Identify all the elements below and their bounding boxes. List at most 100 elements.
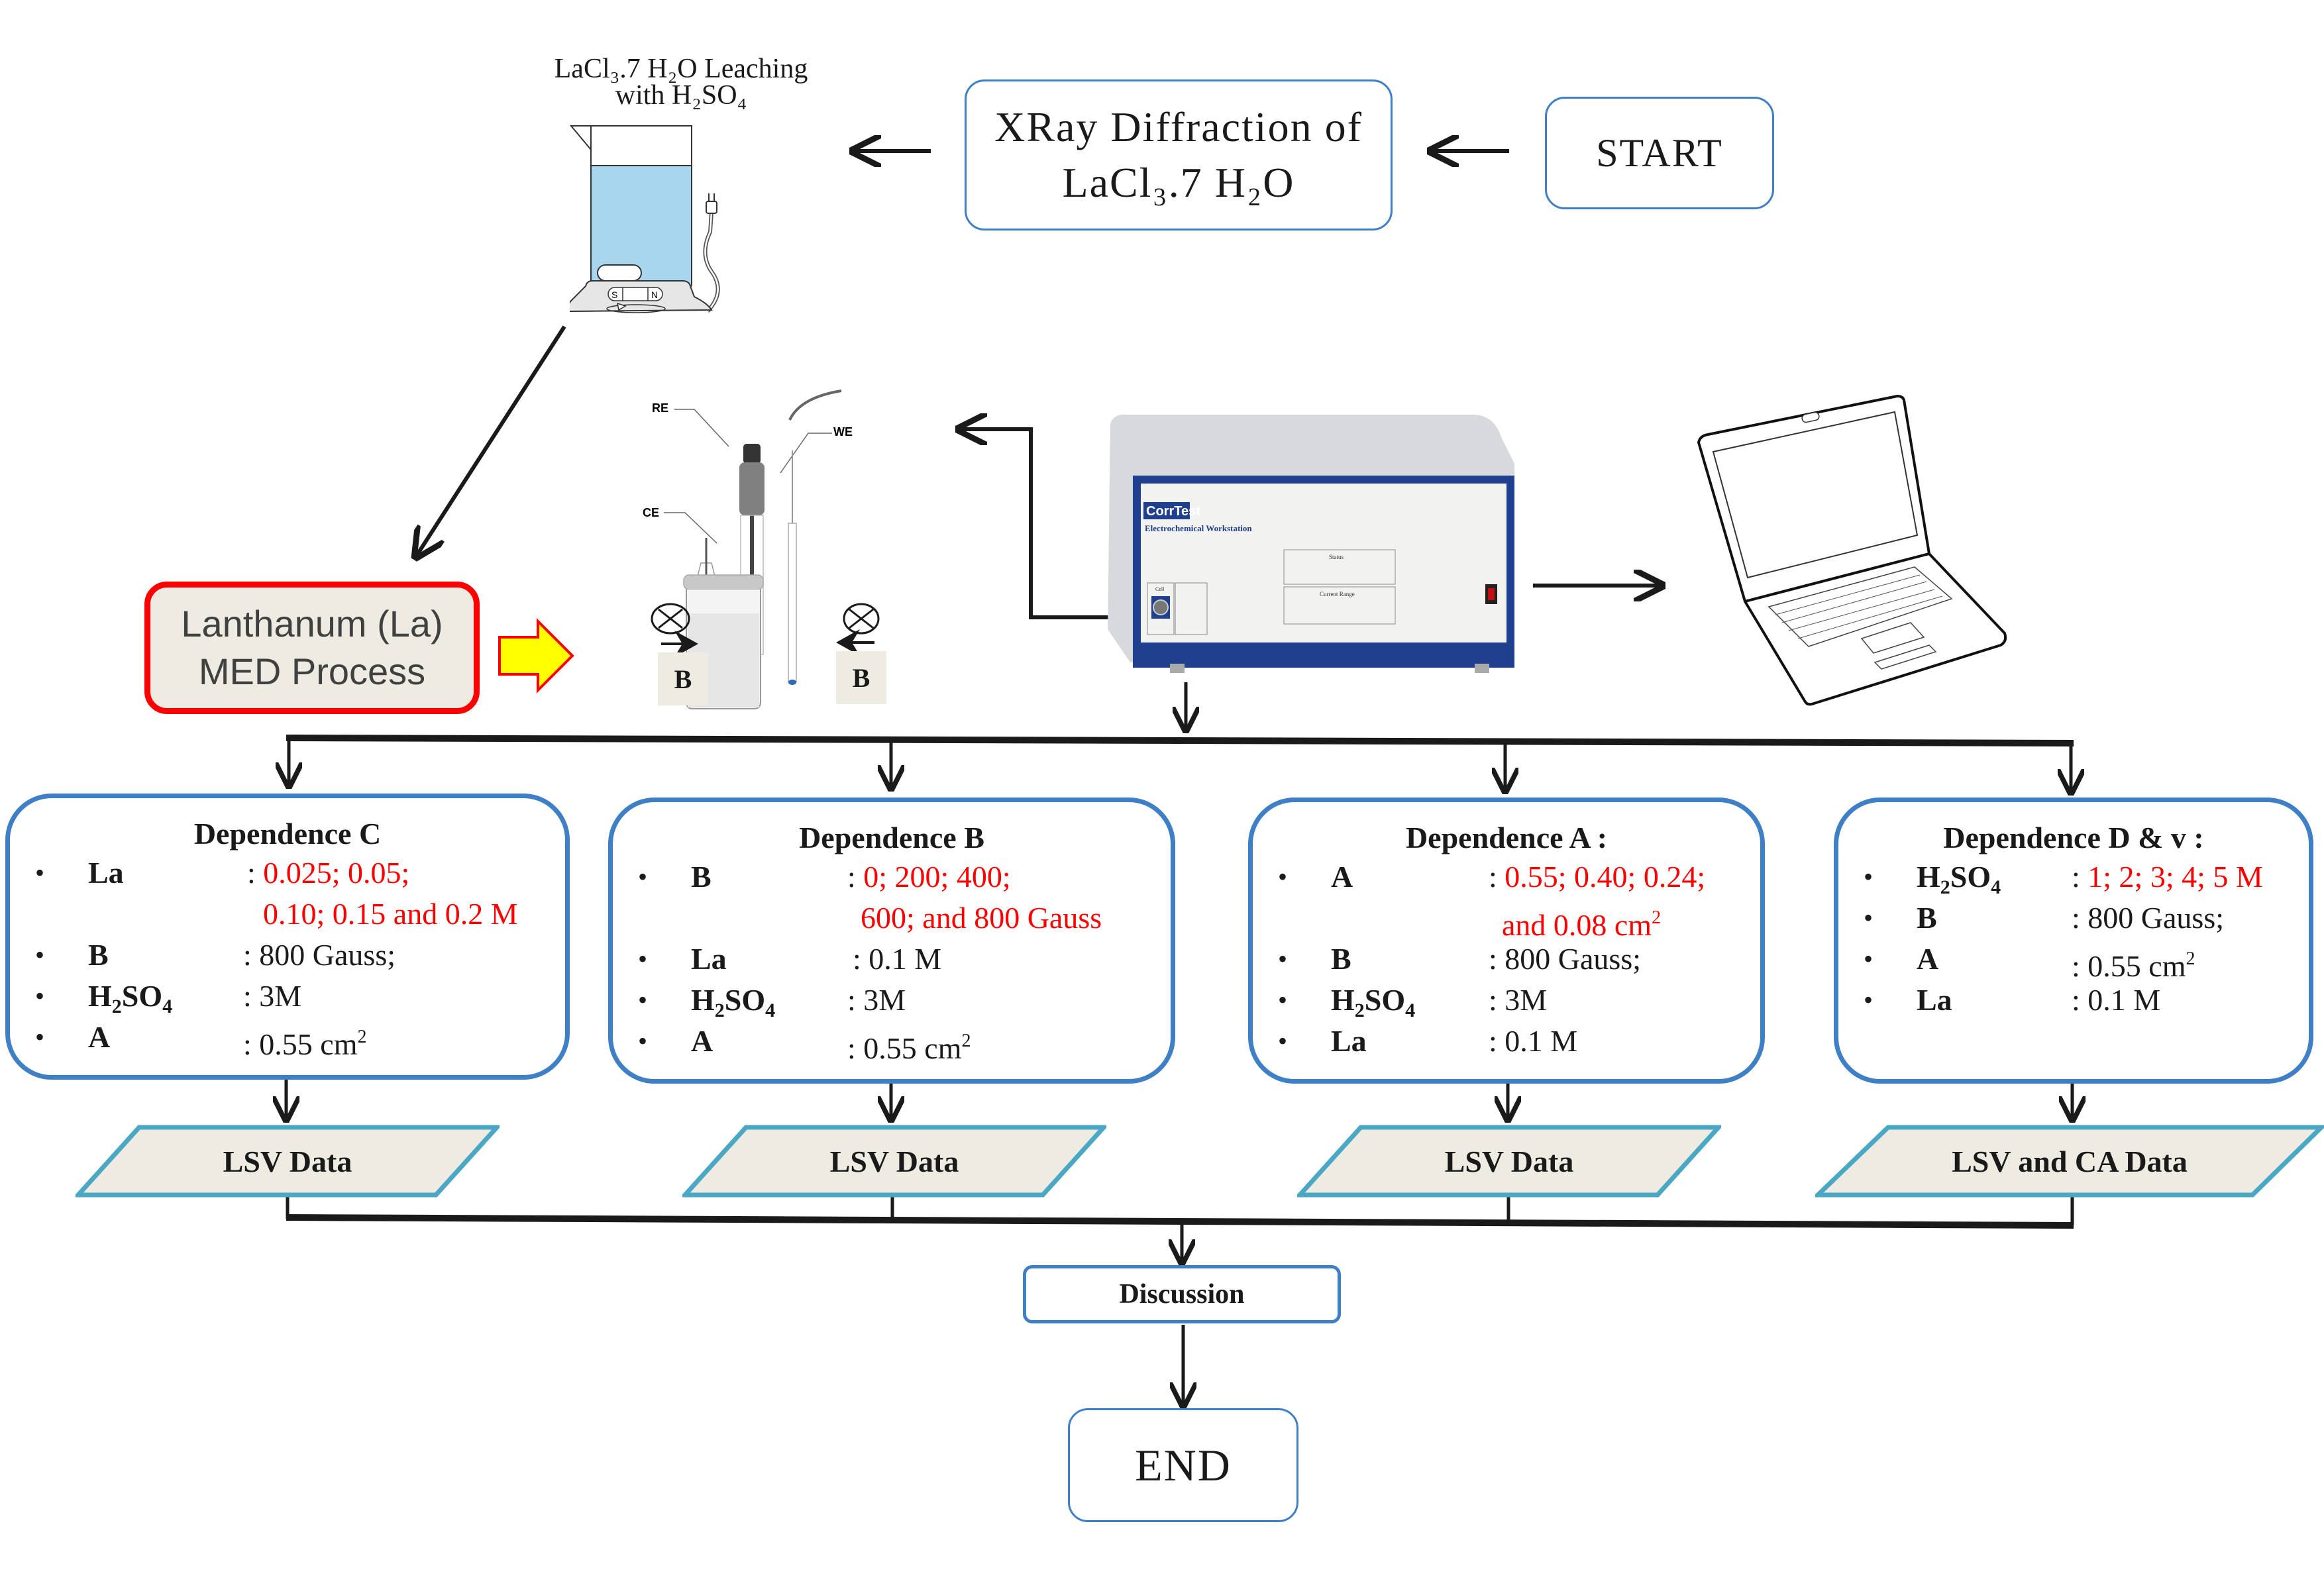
field-b-left: B [658, 652, 708, 705]
dep-a-row-la: • La : 0.1 M [1253, 1021, 1760, 1062]
xray-diffraction-node[interactable]: XRay Diffraction of LaCl₃.7 H₂O [965, 79, 1393, 231]
we-label: WE [833, 425, 853, 438]
arrow-leaching-to-med [416, 325, 566, 556]
dependence-b-title: Dependence B [799, 821, 984, 854]
dep-a-key-a: A [1331, 860, 1353, 894]
data-output-c-label: LSV Data [223, 1144, 352, 1178]
dep-b-val-b-cont: 600; and 800 Gauss [861, 901, 1102, 935]
dep-b-val-b-colon: : [847, 860, 864, 894]
dep-a-key-la: La [1331, 1024, 1367, 1058]
data-output-b-label: LSV Data [829, 1144, 959, 1178]
dep-d-val-h2so4-colon: : [2072, 860, 2088, 894]
dep-b-row-la: • La : 0.1 M [613, 939, 1171, 980]
dep-b-key-h2so4: H2SO4 [691, 983, 776, 1021]
dep-c-key-la: La [88, 856, 124, 890]
dep-c-val-la-cont: 0.10; 0.15 and 0.2 M [263, 897, 518, 931]
discussion-node[interactable]: Discussion [1023, 1265, 1341, 1323]
xray-line2: LaCl₃.7 H₂O [1062, 159, 1295, 206]
dependence-b-box[interactable]: Dependence B • B : 0; 200; 400; 600; and… [608, 798, 1175, 1084]
dep-a-key-b: B [1331, 942, 1351, 976]
dep-d-val-h2so4-red: 1; 2; 3; 4; 5 M [2087, 860, 2263, 894]
data-output-a[interactable]: LSV Data [1297, 1125, 1721, 1198]
dep-c-row-a: • A : 0.55 cm2 [10, 1017, 565, 1061]
dep-c-key-h2so4: H2SO4 [88, 979, 173, 1017]
leaching-title-line2: with H₂SO₄ [615, 80, 747, 111]
dependence-a-title: Dependence A : [1405, 821, 1608, 854]
field-b-right-label: B [852, 662, 871, 693]
dep-c-row-b: • B : 800 Gauss; [10, 935, 565, 976]
dep-b-key-b: B [691, 860, 712, 894]
dep-b-val-b-red: 0; 200; 400; [863, 860, 1011, 894]
arrow-workstation-to-cell [959, 429, 1112, 619]
cell-connector-label: Cell [1155, 586, 1165, 592]
dep-d-val-b: : 800 Gauss; [2072, 901, 2224, 935]
current-range-label: Current Range [1320, 591, 1355, 597]
dep-b-row-b: • B : 0; 200; 400; [613, 856, 1171, 898]
dep-a-row-a-cont: and 0.08 cm2 [1502, 907, 1662, 942]
discussion-label: Discussion [1119, 1279, 1245, 1310]
end-label: END [1135, 1439, 1232, 1490]
dep-c-row-la: • La : 0.025; 0.05; [10, 852, 565, 894]
status-label: Status [1329, 554, 1344, 560]
ce-label: CE [643, 506, 659, 519]
dep-d-key-b: B [1917, 901, 1937, 935]
laptop-icon [1697, 395, 2007, 706]
leaching-title: LaCl₃.7 H₂O Leaching with H₂SO₄ [496, 54, 867, 111]
dependence-d-title: Dependence D & v : [1943, 821, 2204, 854]
dependence-c-title: Dependence C [193, 817, 382, 850]
workstation-brand: CorrTest [1146, 504, 1200, 519]
dep-b-val-la: : 0.1 M [853, 942, 942, 976]
dep-c-val-la-colon: : [247, 856, 264, 890]
dep-c-row-h2so4: • H2SO4 : 3M [10, 976, 565, 1017]
dep-d-key-a: A [1917, 942, 1939, 976]
data-output-c[interactable]: LSV Data [76, 1125, 500, 1198]
dep-b-row-a: • A : 0.55 cm2 [613, 1021, 1171, 1065]
distribution-bus [286, 735, 2074, 746]
dependence-d-box[interactable]: Dependence D & v : • H2SO4 : 1; 2; 3; 4;… [1834, 798, 2313, 1084]
magnet-s-label: S [611, 289, 617, 300]
data-output-a-label: LSV Data [1444, 1144, 1574, 1178]
dep-c-row-la-cont: 0.10; 0.15 and 0.2 M [10, 894, 565, 935]
workstation-subtitle: Electrochemical Workstation [1145, 523, 1252, 533]
dependence-c-box[interactable]: Dependence C • La : 0.025; 0.05; 0.10; 0… [5, 794, 570, 1080]
dep-b-key-la: La [691, 942, 727, 976]
field-b-right: B [836, 651, 886, 704]
yellow-block-arrow [498, 618, 574, 694]
magnetic-field-right [836, 603, 880, 656]
dep-a-key-h2so4: H2SO4 [1331, 983, 1416, 1021]
dep-d-row-la: • La : 0.1 M [1838, 980, 2309, 1021]
med-process-node[interactable]: Lanthanum (La) MED Process [144, 582, 480, 714]
data-output-d[interactable]: LSV and CA Data [1815, 1125, 2324, 1198]
data-output-b[interactable]: LSV Data [682, 1125, 1106, 1198]
dep-a-val-a-cont: and 0.08 cm [1502, 908, 1652, 942]
dep-a-row-a: • A : 0.55; 0.40; 0.24; [1253, 856, 1760, 898]
dep-b-row-h2so4: • H2SO4 : 3M [613, 980, 1171, 1021]
dep-a-val-h2so4: : 3M [1489, 983, 1548, 1017]
dependence-a-box[interactable]: Dependence A : • A : 0.55; 0.40; 0.24; a… [1248, 798, 1765, 1084]
data-output-d-label: LSV and CA Data [1952, 1144, 2188, 1178]
xray-line1: XRay Diffraction of [994, 103, 1363, 150]
collection-bus [286, 1214, 2074, 1229]
dep-d-row-b: • B : 800 Gauss; [1838, 898, 2309, 939]
dep-d-row-a: • A : 0.55 cm2 [1838, 939, 2309, 983]
dep-d-val-la: : 0.1 M [2072, 983, 2161, 1017]
dep-c-val-la-red: 0.025; 0.05; [263, 856, 410, 890]
start-label: START [1596, 130, 1723, 175]
corrtest-workstation-icon: CorrTest Electrochemical Workstation Sta… [1108, 415, 1514, 673]
dep-b-val-h2so4: : 3M [847, 983, 906, 1017]
dep-b-row-b-cont: 600; and 800 Gauss [613, 898, 1171, 939]
dep-a-val-la: : 0.1 M [1489, 1024, 1578, 1058]
dep-c-key-b: B [88, 938, 109, 972]
dep-d-row-h2so4: • H2SO4 : 1; 2; 3; 4; 5 M [1838, 856, 2309, 898]
leaching-title-line1: LaCl₃.7 H₂O Leaching [554, 54, 808, 84]
start-node[interactable]: START [1545, 97, 1774, 209]
med-line1: Lanthanum (La) [181, 603, 443, 644]
magnetic-stirrer-beaker-icon: S N [570, 125, 720, 313]
dep-c-val-b: : 800 Gauss; [243, 938, 396, 972]
dep-a-val-a-red: 0.55; 0.40; 0.24; [1505, 860, 1706, 894]
dep-c-val-h2so4: : 3M [243, 979, 302, 1013]
end-node[interactable]: END [1068, 1408, 1298, 1522]
dep-d-val-a: : 0.55 cm [2072, 949, 2186, 983]
dep-a-row-h2so4: • H2SO4 : 3M [1253, 980, 1760, 1021]
